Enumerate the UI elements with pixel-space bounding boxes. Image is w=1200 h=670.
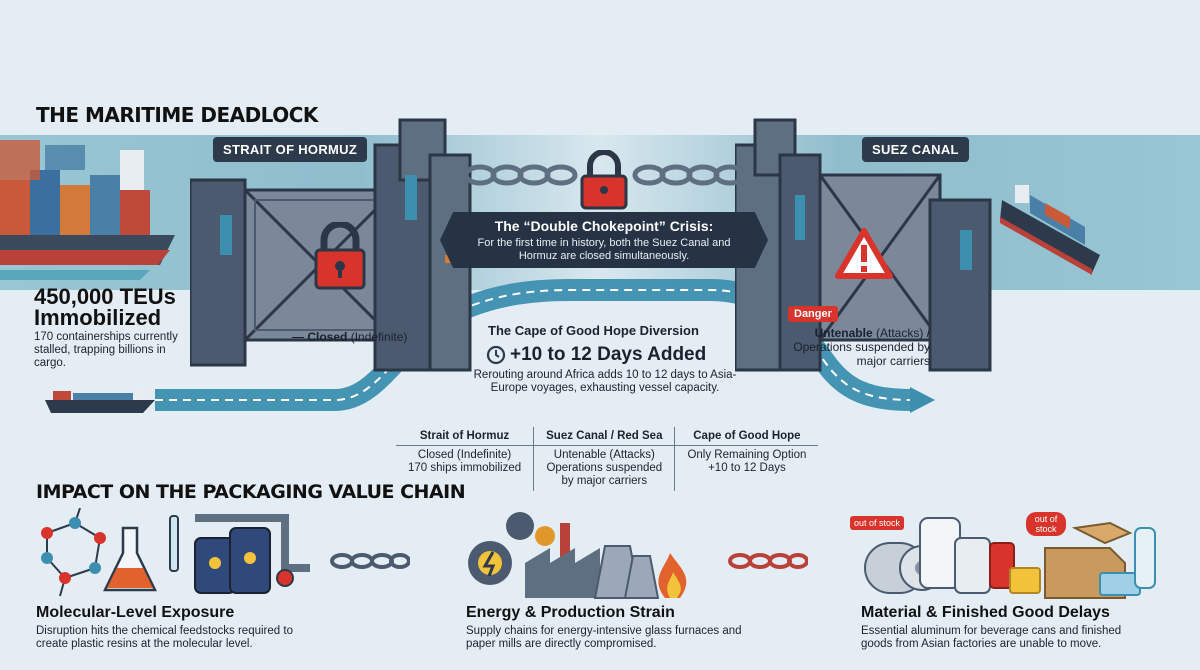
table-header: Suez Canal / Red Sea (533, 427, 675, 446)
suez-status-rest: (Attacks) / (872, 326, 930, 340)
chain-link-icon-red (728, 553, 808, 569)
table-cell: Closed (Indefinite) 170 ships immobilize… (408, 449, 522, 474)
table-header: Cape of Good Hope (674, 427, 819, 446)
teu-sub: Immobilized (34, 305, 162, 330)
clock-icon (486, 345, 506, 365)
container-ships-cluster (0, 140, 175, 280)
impact-item-desc: Disruption hits the chemical feedstocks … (36, 625, 293, 650)
cape-headline-row: +10 to 12 Days Added (486, 344, 706, 366)
factory-energy-illustration (468, 512, 687, 599)
chain-link (465, 164, 745, 186)
cape-title: The Cape of Good Hope Diversion (488, 323, 699, 338)
out-of-stock-badge: out of stock (850, 516, 905, 530)
warning-icon (835, 228, 893, 279)
teu-value: 450,000 TEUs (34, 284, 176, 309)
table-cell: Untenable (Attacks) Operations suspended… (533, 445, 675, 491)
suez-status: Untenable (Attacks) / Operations suspend… (790, 326, 930, 368)
double-chokepoint-banner: The “Double Chokepoint” Crisis: For the … (440, 212, 768, 268)
padlock-icon (314, 222, 366, 290)
banner-text: For the first time in history, both the … (477, 237, 731, 262)
ship-icon (45, 387, 155, 413)
impact-item-desc: Essential aluminum for beverage cans and… (861, 625, 1122, 650)
cape-desc: Rerouting around Africa adds 10 to 12 da… (473, 369, 737, 394)
molecule-barrels-illustration (41, 508, 310, 597)
label-suez-canal: SUEZ CANAL (862, 137, 969, 162)
center-padlock-icon (580, 150, 628, 210)
chain-link-icon (330, 553, 410, 569)
hormuz-status-rest: (Indefinite) (347, 330, 408, 344)
impact-item-title: Molecular-Level Exposure (36, 604, 235, 621)
impact-item-title: Energy & Production Strain (466, 604, 675, 621)
comparison-table: Strait of Hormuz Suez Canal / Red Sea Ca… (396, 427, 819, 491)
banner-title: The “Double Chokepoint” Crisis: (494, 218, 714, 234)
table-cell: Only Remaining Option +10 to 12 Days (674, 445, 819, 491)
suez-ship-icon (1000, 185, 1100, 275)
cape-headline: +10 to 12 Days Added (510, 344, 707, 365)
materials-goods-illustration (864, 517, 1156, 599)
page-title: THE MARITIME DEADLOCK (36, 103, 318, 127)
label-strait-of-hormuz: STRAIT OF HORMUZ (213, 137, 368, 162)
impact-item-title: Material & Finished Good Delays (861, 604, 1110, 621)
impact-title: IMPACT ON THE PACKAGING VALUE CHAIN (36, 481, 466, 503)
hormuz-gate (190, 118, 472, 372)
suez-status-bold: Untenable (814, 326, 873, 340)
hormuz-status: Closed (Indefinite) (292, 330, 407, 344)
hormuz-status-bold: Closed (307, 330, 348, 344)
impact-item-desc: Supply chains for energy-intensive glass… (466, 625, 742, 650)
teu-desc: 170 containerships currently stalled, tr… (34, 331, 178, 369)
out-of-stock-badge-2: out of stock (1026, 512, 1066, 536)
danger-badge: Danger (788, 306, 838, 322)
suez-status-line2: Operations suspended by major carriers (793, 340, 930, 368)
table-row: Closed (Indefinite) 170 ships immobilize… (396, 445, 819, 491)
table-header: Strait of Hormuz (396, 427, 534, 446)
